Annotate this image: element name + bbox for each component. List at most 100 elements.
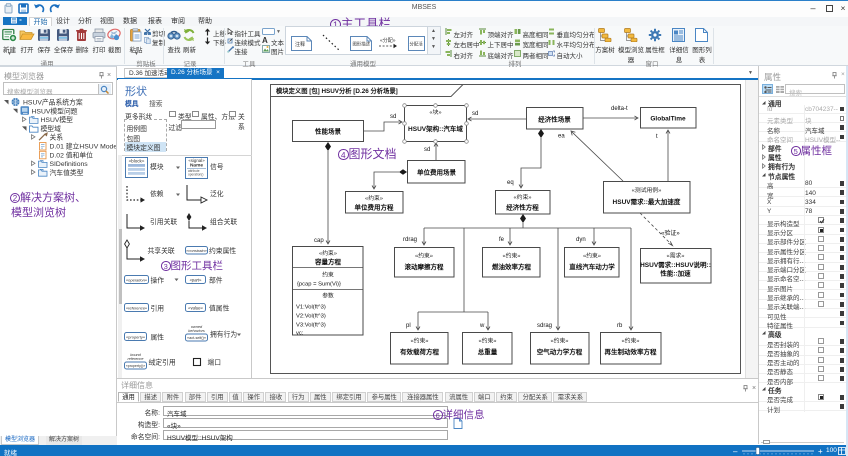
svg-text:delta-t: delta-t bbox=[611, 106, 628, 112]
svg-text:经济性场景: 经济性场景 bbox=[538, 115, 571, 124]
svg-text:«block»: «block» bbox=[129, 159, 145, 164]
svg-text:V3:Vol(ft^3): V3:Vol(ft^3) bbox=[296, 323, 326, 329]
svg-text:«块»: «块» bbox=[429, 108, 441, 116]
svg-text:D.02 值和单位: D.02 值和单位 bbox=[50, 150, 94, 159]
svg-text:拥有行为: 拥有行为 bbox=[210, 330, 237, 339]
svg-text:pl: pl bbox=[406, 323, 411, 329]
svg-text:约束属性: 约束属性 bbox=[209, 246, 236, 255]
svg-text:«约束»: «约束» bbox=[550, 337, 568, 345]
svg-text:«约束»: «约束» bbox=[415, 252, 433, 260]
svg-text:分配活: 分配活 bbox=[410, 40, 424, 47]
svg-text:SIDefinitions: SIDefinitions bbox=[50, 161, 89, 168]
svg-text:汽车值类型: 汽车值类型 bbox=[50, 168, 84, 177]
svg-text:ea: ea bbox=[558, 134, 565, 140]
svg-text:behaviors: behaviors bbox=[188, 329, 205, 333]
svg-text:eq: eq bbox=[507, 180, 514, 186]
svg-text:空气动力学方程: 空气动力学方程 bbox=[537, 347, 583, 356]
svg-text:注释: 注释 bbox=[295, 41, 305, 48]
svg-text:Name: Name bbox=[190, 163, 203, 169]
svg-text:«act-self()»: «act-self()» bbox=[187, 336, 206, 340]
svg-text:单位费用方程: 单位费用方程 bbox=[355, 203, 395, 212]
svg-text:«约束»: «约束» bbox=[319, 249, 337, 257]
svg-text:«reference»: «reference» bbox=[126, 306, 148, 311]
svg-text:D.01 建立HSUV Model: D.01 建立HSUV Model bbox=[50, 142, 117, 151]
svg-text:«约束»: «约束» bbox=[502, 252, 520, 260]
svg-text:HSUV需求::HSUV说明::: HSUV需求::HSUV说明:: bbox=[640, 260, 711, 269]
svg-text:共享关联: 共享关联 bbox=[148, 246, 175, 255]
svg-text:图形描述: 图形描述 bbox=[353, 40, 371, 47]
svg-text:操作: 操作 bbox=[151, 276, 165, 285]
svg-text:属性: 属性 bbox=[151, 333, 165, 342]
svg-text:«约束»: «约束» bbox=[478, 337, 496, 345]
svg-text:«operation»: «operation» bbox=[126, 278, 148, 283]
svg-text:绒定引用: 绒定引用 bbox=[149, 358, 176, 367]
svg-text:性能::加速: 性能::加速 bbox=[660, 269, 691, 278]
svg-text:HSUV模型: HSUV模型 bbox=[41, 115, 74, 124]
svg-text:部件: 部件 bbox=[209, 276, 223, 285]
svg-text:模块: 模块 bbox=[150, 162, 164, 171]
svg-text:HSUV产品系统方案: HSUV产品系统方案 bbox=[23, 98, 83, 107]
svg-text:w: w bbox=[479, 323, 485, 329]
svg-text:t: t bbox=[656, 134, 658, 140]
svg-text:bound: bound bbox=[130, 353, 141, 357]
svg-text:«property()»: «property()» bbox=[126, 364, 146, 368]
svg-text:sdrag: sdrag bbox=[537, 323, 552, 329]
svg-text:总重量: 总重量 bbox=[478, 347, 498, 356]
svg-text:参数: 参数 bbox=[322, 292, 334, 300]
svg-text:直线汽车动力学: 直线汽车动力学 bbox=[569, 262, 615, 271]
svg-text:cap: cap bbox=[314, 238, 324, 244]
svg-text:rb: rb bbox=[617, 323, 623, 329]
svg-text:组合关联: 组合关联 bbox=[210, 217, 237, 226]
svg-text:经济性方程: 经济性方程 bbox=[506, 203, 539, 212]
svg-text:«约束»: «约束» bbox=[410, 337, 428, 345]
svg-text:reference: reference bbox=[127, 357, 143, 361]
svg-text:«需求»: «需求» bbox=[666, 252, 684, 260]
svg-text:HSUV需求::最大加速度: HSUV需求::最大加速度 bbox=[613, 197, 681, 206]
svg-text:燃油效率方程: 燃油效率方程 bbox=[492, 262, 532, 271]
svg-text:关系: 关系 bbox=[50, 133, 64, 142]
svg-text:sd: sd bbox=[472, 111, 478, 117]
svg-text:operation(): operation() bbox=[188, 173, 203, 177]
svg-text:«约束»: «约束» bbox=[583, 252, 601, 260]
svg-text:{pcap = Sum(Vi)}: {pcap = Sum(Vi)} bbox=[297, 282, 341, 288]
svg-text:泛化: 泛化 bbox=[210, 189, 224, 198]
svg-text:值属性: 值属性 bbox=[209, 304, 230, 313]
svg-text:«signal»: «signal» bbox=[188, 158, 205, 163]
svg-text:«约束»: «约束» bbox=[621, 337, 639, 345]
svg-text:信号: 信号 bbox=[210, 162, 224, 171]
svg-text:滚动摩擦方程: 滚动摩擦方程 bbox=[405, 262, 445, 271]
svg-text:«value»: «value» bbox=[188, 306, 203, 311]
svg-text:约束: 约束 bbox=[322, 271, 334, 279]
svg-text:单位费用场景: 单位费用场景 bbox=[417, 168, 457, 177]
svg-text:模块定义图 [包] HSUV分析 [D.26 分析场景]: 模块定义图 [包] HSUV分析 [D.26 分析场景] bbox=[276, 86, 398, 95]
svg-text:«验证»: «验证» bbox=[661, 229, 680, 237]
svg-text:模型域: 模型域 bbox=[41, 124, 62, 133]
svg-text:sd: sd bbox=[390, 114, 396, 120]
svg-text:V2:Vol(ft^3): V2:Vol(ft^3) bbox=[296, 314, 326, 320]
svg-text:端口: 端口 bbox=[208, 358, 222, 367]
svg-text:rdrag: rdrag bbox=[403, 237, 417, 243]
svg-text:«分配»: «分配» bbox=[380, 37, 396, 44]
svg-text:«约束»: «约束» bbox=[365, 194, 383, 202]
svg-text:GlobalTime: GlobalTime bbox=[650, 116, 686, 123]
svg-text:«constrain»: «constrain» bbox=[186, 248, 207, 253]
svg-text:HSUV架构::汽车域: HSUV架构::汽车域 bbox=[408, 124, 463, 133]
svg-text:引用关联: 引用关联 bbox=[150, 217, 177, 226]
svg-text:dyn: dyn bbox=[576, 237, 586, 243]
svg-text:有效载荷方程: 有效载荷方程 bbox=[400, 347, 440, 356]
svg-text:依赖: 依赖 bbox=[150, 189, 164, 198]
svg-text:容量方程: 容量方程 bbox=[314, 257, 342, 266]
svg-text:«测试用例»: «测试用例» bbox=[632, 186, 662, 194]
svg-text:owned: owned bbox=[191, 325, 203, 329]
svg-text:«property»: «property» bbox=[126, 335, 146, 340]
svg-text:V1:Vol(ft^3): V1:Vol(ft^3) bbox=[296, 305, 326, 311]
svg-text:«约束»: «约束» bbox=[513, 193, 531, 201]
svg-text:性能场景: 性能场景 bbox=[315, 127, 342, 136]
svg-text:引用: 引用 bbox=[151, 304, 165, 313]
svg-text:再生制动效率方程: 再生制动效率方程 bbox=[605, 347, 658, 356]
svg-text:HSUV模型问题: HSUV模型问题 bbox=[32, 106, 78, 115]
svg-text:sd: sd bbox=[424, 147, 430, 153]
svg-text:«part»: «part» bbox=[190, 278, 203, 283]
svg-text:fe: fe bbox=[499, 237, 505, 243]
svg-text:attribute: attribute bbox=[188, 169, 200, 173]
